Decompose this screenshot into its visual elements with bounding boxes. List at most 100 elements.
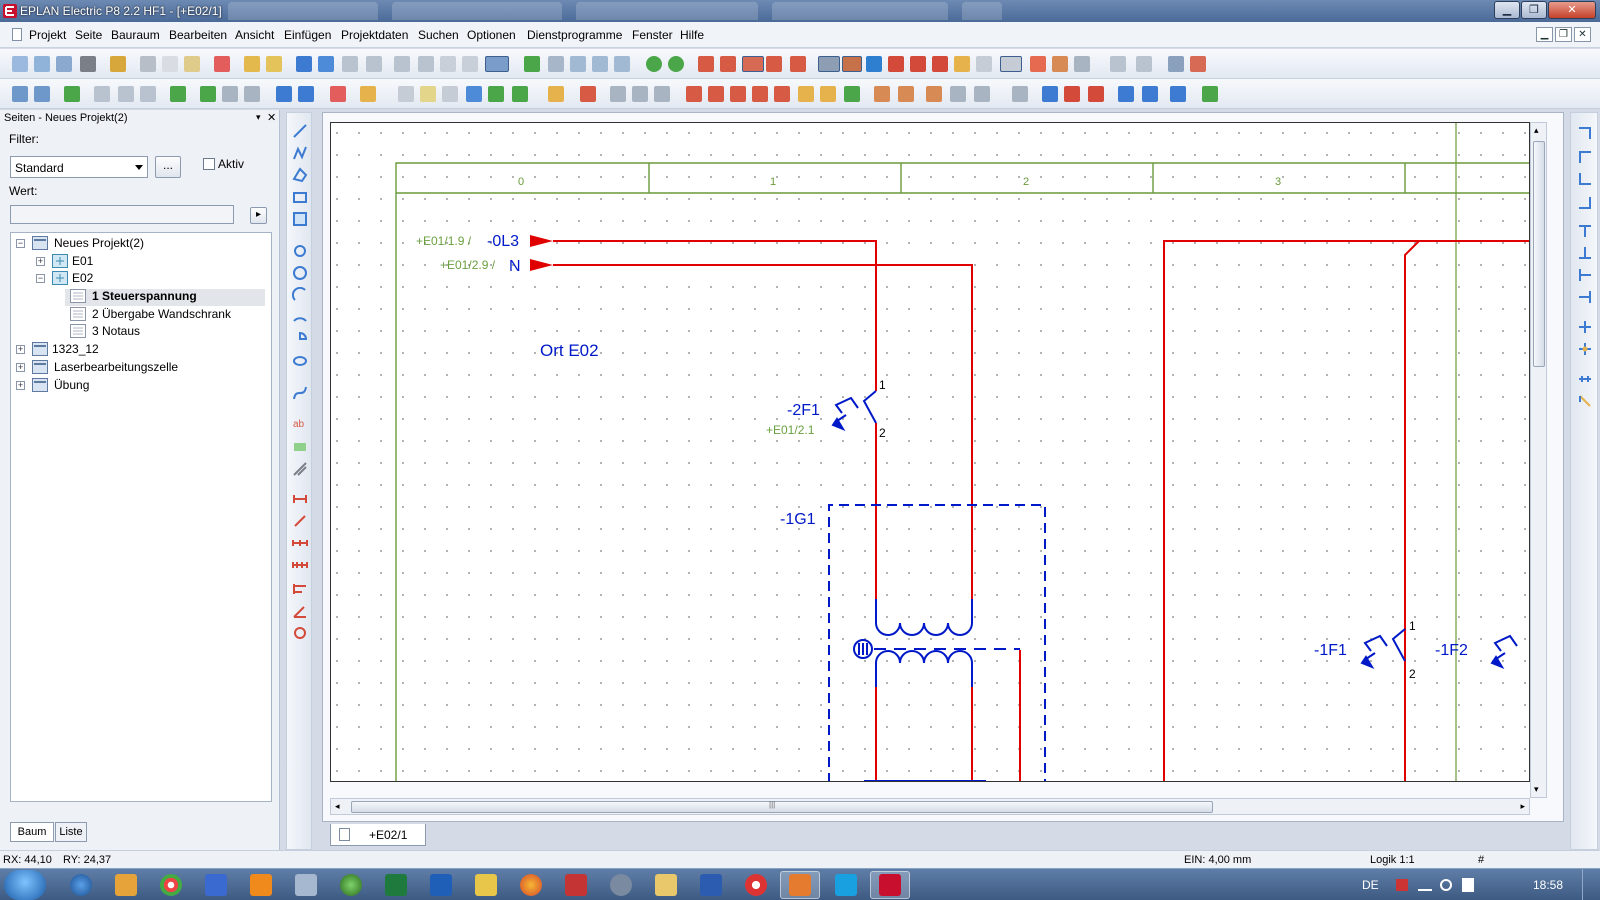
- ie-icon[interactable]: [70, 874, 92, 896]
- terminal-a-icon[interactable]: [94, 86, 110, 102]
- new-project-icon[interactable]: [12, 56, 28, 72]
- pdf-icon[interactable]: [565, 874, 587, 896]
- busbar-b-icon[interactable]: [1064, 86, 1080, 102]
- start-button[interactable]: [4, 870, 46, 900]
- frame-icon[interactable]: [292, 211, 308, 227]
- close-project-icon[interactable]: [56, 56, 72, 72]
- check-page-icon[interactable]: [440, 56, 456, 72]
- tab-liste[interactable]: Liste: [55, 822, 87, 842]
- restore-button[interactable]: ❐: [1521, 1, 1547, 19]
- terminal-c-icon[interactable]: [140, 86, 156, 102]
- graphical-editor-icon[interactable]: [485, 56, 509, 72]
- scroll-right-icon[interactable]: ▸: [1520, 801, 1525, 811]
- expand-icon[interactable]: +: [16, 362, 25, 372]
- report-icon[interactable]: [1190, 56, 1206, 72]
- media-player-icon[interactable]: [115, 874, 137, 896]
- filter-select[interactable]: Standard: [10, 156, 148, 178]
- wert-input[interactable]: [10, 205, 234, 224]
- grid-d-icon[interactable]: [766, 56, 782, 72]
- dimension-base-icon[interactable]: [292, 581, 308, 597]
- circuit-breaker-1f1[interactable]: [1360, 628, 1406, 670]
- plc-b-icon[interactable]: [632, 86, 648, 102]
- record-app-icon[interactable]: [745, 874, 767, 896]
- menu-seite[interactable]: Seite: [75, 28, 103, 42]
- t-left-icon[interactable]: [1577, 289, 1593, 305]
- language-indicator[interactable]: DE: [1362, 878, 1379, 892]
- macro-b-icon[interactable]: [580, 86, 596, 102]
- input-box-icon[interactable]: [866, 56, 882, 72]
- list-c-icon[interactable]: [1074, 56, 1090, 72]
- bus-icon[interactable]: [1012, 86, 1028, 102]
- jump-c-icon[interactable]: [1170, 86, 1186, 102]
- copy-icon[interactable]: [162, 56, 178, 72]
- ok-icon[interactable]: [200, 86, 216, 102]
- doc-d-icon[interactable]: [466, 86, 482, 102]
- scroll-down-icon[interactable]: ▾: [1534, 784, 1539, 794]
- plc-a-icon[interactable]: [610, 86, 626, 102]
- menu-bauraum[interactable]: Bauraum: [111, 28, 160, 42]
- corner-c-icon[interactable]: [974, 86, 990, 102]
- filter-options-button[interactable]: ...: [155, 156, 181, 178]
- mdi-minimize-button[interactable]: ▁: [1536, 27, 1553, 42]
- polygon-icon[interactable]: [292, 167, 308, 183]
- panel-pin-icon[interactable]: ▾: [256, 112, 261, 122]
- mdi-close-button[interactable]: ✕: [1574, 27, 1591, 42]
- macro-a-icon[interactable]: [548, 86, 564, 102]
- close-button[interactable]: ✕: [1548, 1, 1596, 19]
- doc-b-icon[interactable]: [420, 86, 436, 102]
- word-icon[interactable]: [700, 874, 722, 896]
- busbar-c-icon[interactable]: [1088, 86, 1104, 102]
- circle-icon[interactable]: [292, 243, 308, 259]
- open-project-icon[interactable]: [34, 56, 50, 72]
- table-icon[interactable]: [462, 56, 478, 72]
- skype-icon[interactable]: [835, 874, 857, 896]
- zoom-out-icon[interactable]: [592, 56, 608, 72]
- menu-projekt[interactable]: Projekt: [29, 28, 67, 42]
- cut-icon[interactable]: [140, 56, 156, 72]
- hatch-icon[interactable]: [292, 461, 308, 477]
- schematic-canvas[interactable]: 0 1 2 3 +E01/1.9 / -0L3 +E01/2.9 / N Ort…: [330, 122, 1530, 782]
- undo-icon[interactable]: [296, 56, 312, 72]
- rectangle-icon[interactable]: [292, 189, 308, 205]
- plc-c-icon[interactable]: [654, 86, 670, 102]
- background-tab[interactable]: [392, 2, 562, 20]
- circle-3p-icon[interactable]: [292, 265, 308, 281]
- collapse-icon[interactable]: −: [16, 238, 25, 248]
- document-icon[interactable]: [12, 28, 22, 41]
- forward-icon[interactable]: [668, 56, 684, 72]
- menu-fenster[interactable]: Fenster: [632, 28, 673, 42]
- menu-hilfe[interactable]: Hilfe: [680, 28, 705, 42]
- background-tab[interactable]: [228, 2, 378, 20]
- zoom-in-icon[interactable]: [570, 56, 586, 72]
- redo-icon[interactable]: [342, 56, 358, 72]
- page-next-icon[interactable]: [418, 56, 434, 72]
- text-icon[interactable]: ab: [292, 415, 308, 431]
- refresh-icon[interactable]: [524, 56, 540, 72]
- property-icon[interactable]: [954, 56, 970, 72]
- dimension-chain-icon[interactable]: [292, 535, 308, 551]
- list-a-icon[interactable]: [1030, 56, 1046, 72]
- jump-a-icon[interactable]: [1118, 86, 1134, 102]
- check-tool-icon[interactable]: [266, 56, 282, 72]
- background-tab[interactable]: [772, 2, 948, 20]
- doc-f-icon[interactable]: [512, 86, 528, 102]
- vector-app-icon[interactable]: [475, 874, 497, 896]
- eplan-app-icon[interactable]: [2, 3, 18, 19]
- lock-app-icon[interactable]: [610, 874, 632, 896]
- firefox-icon[interactable]: [520, 874, 542, 896]
- snap-object-icon[interactable]: [842, 56, 862, 72]
- menu-ansicht[interactable]: Ansicht: [235, 28, 275, 42]
- background-tab[interactable]: [962, 2, 1002, 20]
- menu-dienstprogramme[interactable]: Dienstprogramme: [527, 28, 623, 42]
- cable-e-icon[interactable]: [774, 86, 790, 102]
- arc-3p-icon[interactable]: [292, 309, 308, 325]
- undo-list-icon[interactable]: [318, 56, 334, 72]
- doc-a-icon[interactable]: [398, 86, 414, 102]
- horizontal-scrollbar[interactable]: ◂ ||| ▸: [330, 798, 1530, 815]
- clock[interactable]: 18:58: [1533, 878, 1564, 892]
- eplan-task-icon[interactable]: [879, 874, 901, 896]
- dimension-aligned-icon[interactable]: [292, 513, 308, 529]
- scroll-up-icon[interactable]: ▴: [1534, 125, 1539, 135]
- dimension-increment-icon[interactable]: [292, 557, 308, 573]
- circuit-breaker-1f2[interactable]: [1490, 634, 1518, 670]
